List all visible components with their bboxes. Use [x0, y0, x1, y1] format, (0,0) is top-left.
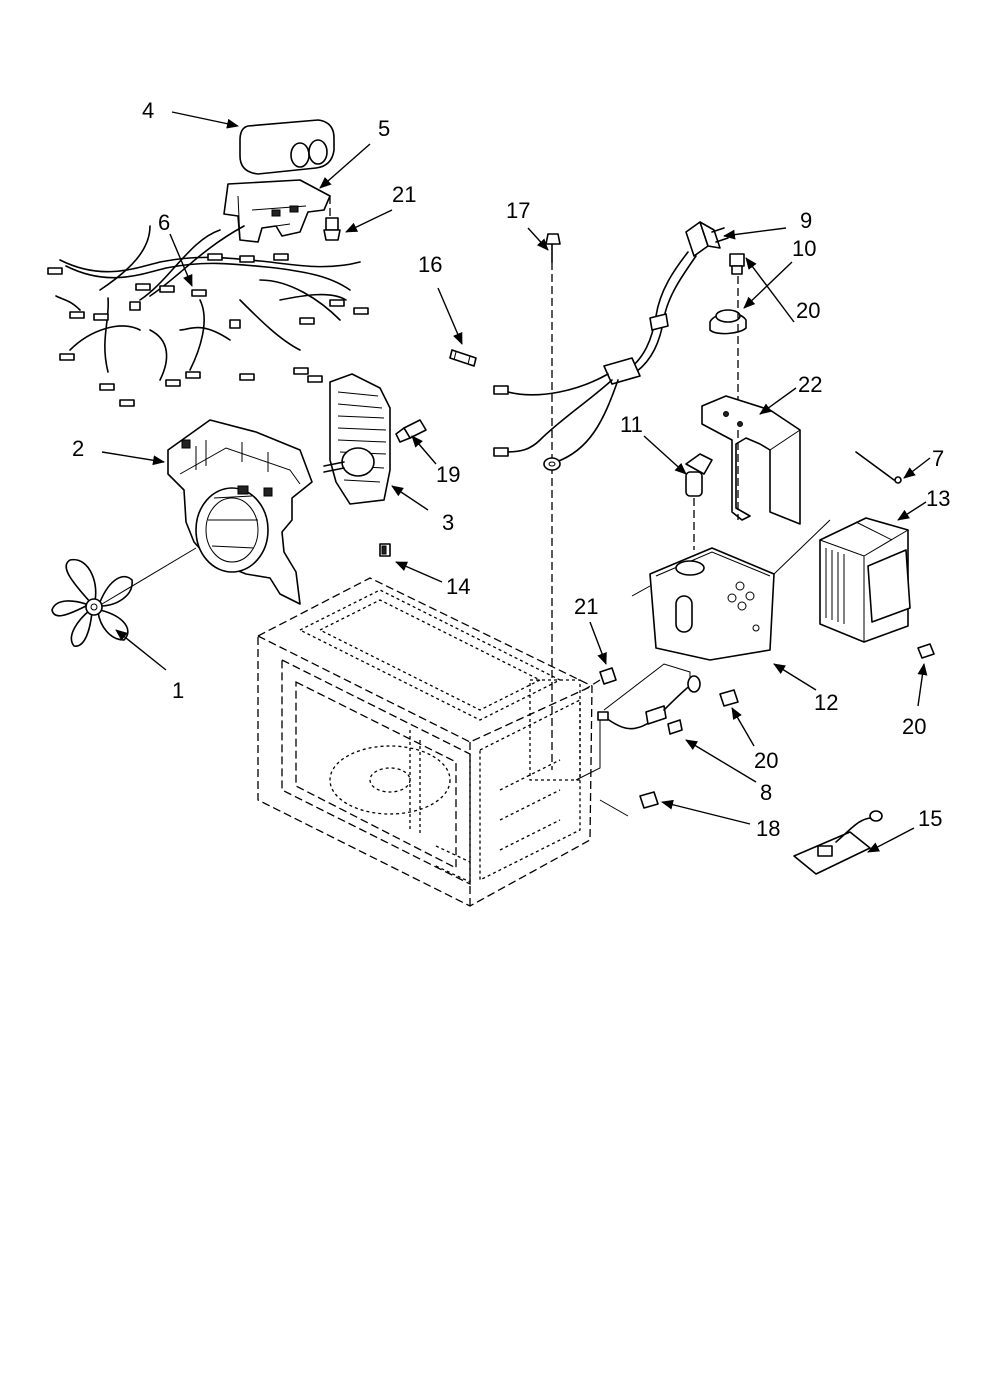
callout-20-mid: 20 — [754, 748, 778, 773]
callout-2: 2 — [72, 436, 84, 461]
callout-3: 3 — [442, 510, 454, 535]
callout-12: 12 — [814, 690, 838, 715]
screw-part-17 — [545, 233, 561, 770]
callout-21-mid: 21 — [574, 594, 598, 619]
callout-19: 19 — [436, 462, 460, 487]
fan-motor-part — [323, 373, 391, 505]
callout-20-top: 20 — [796, 298, 820, 323]
callout-18: 18 — [756, 816, 780, 841]
fan-bracket-part — [167, 419, 313, 605]
callout-21-top: 21 — [392, 182, 416, 207]
control-bracket-part — [631, 519, 831, 661]
diode-part — [685, 453, 713, 550]
magnetron-bracket-part — [701, 395, 801, 525]
microwave-cavity-outline — [257, 577, 593, 907]
screw-part-20-right — [917, 643, 935, 659]
circuit-board-part — [793, 810, 883, 875]
callout-10: 10 — [792, 236, 816, 261]
callout-4: 4 — [142, 98, 154, 123]
wire-harness-part — [47, 225, 369, 407]
callout-9: 9 — [800, 208, 812, 233]
callout-6: 6 — [158, 210, 170, 235]
fuse-part — [449, 349, 477, 367]
fan-blade-part — [51, 547, 197, 647]
transformer-part — [819, 451, 911, 643]
screw-part-20-mid — [719, 689, 739, 707]
wire-lead-part — [575, 663, 701, 781]
callout-8: 8 — [760, 780, 772, 805]
leader-lines — [101, 111, 931, 853]
capacitor-part — [239, 119, 335, 175]
screw-part-19 — [395, 419, 427, 443]
screw-part-18 — [599, 791, 659, 817]
power-cord-part — [493, 221, 729, 471]
callout-17: 17 — [506, 198, 530, 223]
callout-1: 1 — [172, 678, 184, 703]
callout-11: 11 — [620, 412, 643, 437]
callout-16: 16 — [418, 252, 442, 277]
callout-22: 22 — [798, 372, 822, 397]
screw-part-21-mid — [583, 667, 617, 691]
clip-part — [379, 543, 391, 557]
callout-15: 15 — [918, 806, 942, 831]
callout-14: 14 — [446, 574, 470, 599]
callout-5: 5 — [378, 116, 390, 141]
callout-13: 13 — [926, 486, 950, 511]
callout-7: 7 — [932, 446, 944, 471]
screw-part-20-top — [729, 253, 745, 400]
capacitor-bracket-part — [223, 179, 331, 243]
callout-20-right: 20 — [902, 714, 926, 739]
screw-part-top — [323, 196, 341, 241]
callout-numbers: 4 5 21 6 17 9 10 16 20 22 11 2 7 19 13 3… — [72, 98, 950, 841]
thermal-cutout-part — [709, 309, 747, 335]
